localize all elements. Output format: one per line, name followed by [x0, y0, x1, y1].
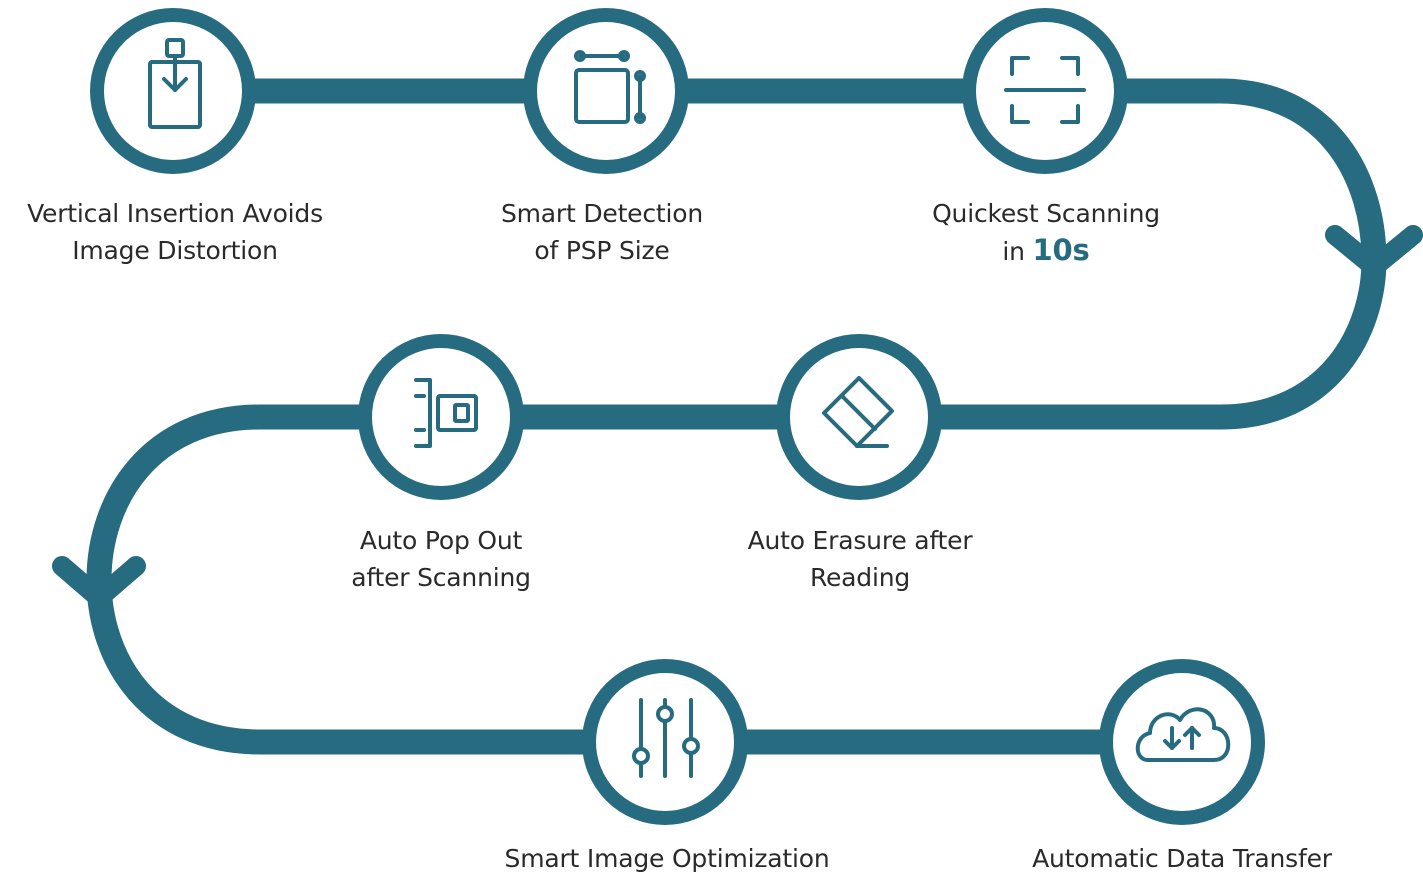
label-line-1: Smart Image Optimization	[504, 844, 830, 873]
step-circle-data-transfer	[1099, 659, 1265, 825]
eraser-icon	[822, 376, 894, 448]
step-circle-size-detection	[523, 8, 689, 174]
flow-path	[86, 78, 1387, 755]
step-label-auto-pop-out: Auto Pop Out after Scanning	[261, 522, 621, 596]
sliders-icon	[632, 698, 700, 778]
step-circle-quick-scanning	[962, 8, 1128, 174]
label-line-1: Auto Erasure after	[747, 526, 973, 555]
label-prefix: in	[1002, 237, 1033, 266]
step-circle-auto-pop-out	[358, 334, 524, 500]
label-line-2: after Scanning	[351, 563, 531, 592]
size-detection-icon	[574, 50, 646, 124]
step-circle-vertical-insertion	[90, 8, 256, 174]
label-line-1: Auto Pop Out	[359, 526, 523, 555]
step-label-image-optimization: Smart Image Optimization	[487, 840, 847, 877]
label-line-1: Smart Detection	[500, 199, 704, 228]
label-line-1: Vertical Insertion Avoids	[27, 199, 323, 228]
label-line-2: in 10s	[866, 232, 1226, 270]
label-line-2: Reading	[809, 563, 911, 592]
step-circle-image-optimization	[582, 659, 748, 825]
pop-out-icon	[414, 378, 478, 448]
label-line-1: Automatic Data Transfer	[1032, 844, 1332, 873]
label-line-1: Quickest Scanning	[932, 199, 1160, 228]
scan-frame-icon	[1004, 56, 1086, 124]
step-circle-auto-erasure	[776, 334, 942, 500]
step-label-auto-erasure: Auto Erasure after Reading	[680, 522, 1040, 596]
arrow-down-left-icon	[52, 556, 146, 608]
label-line-2: Image Distortion	[72, 236, 278, 265]
step-label-quick-scanning: Quickest Scanning in 10s	[866, 195, 1226, 270]
vertical-insertion-icon	[148, 38, 202, 129]
label-line-2: of PSP Size	[534, 236, 670, 265]
highlight-time: 10s	[1032, 233, 1090, 267]
step-label-size-detection: Smart Detection of PSP Size	[422, 195, 782, 269]
step-label-vertical-insertion: Vertical Insertion Avoids Image Distorti…	[0, 195, 355, 269]
step-label-data-transfer: Automatic Data Transfer	[1002, 840, 1362, 877]
cloud-transfer-icon	[1135, 707, 1231, 762]
arrow-down-right-icon	[1325, 225, 1423, 277]
